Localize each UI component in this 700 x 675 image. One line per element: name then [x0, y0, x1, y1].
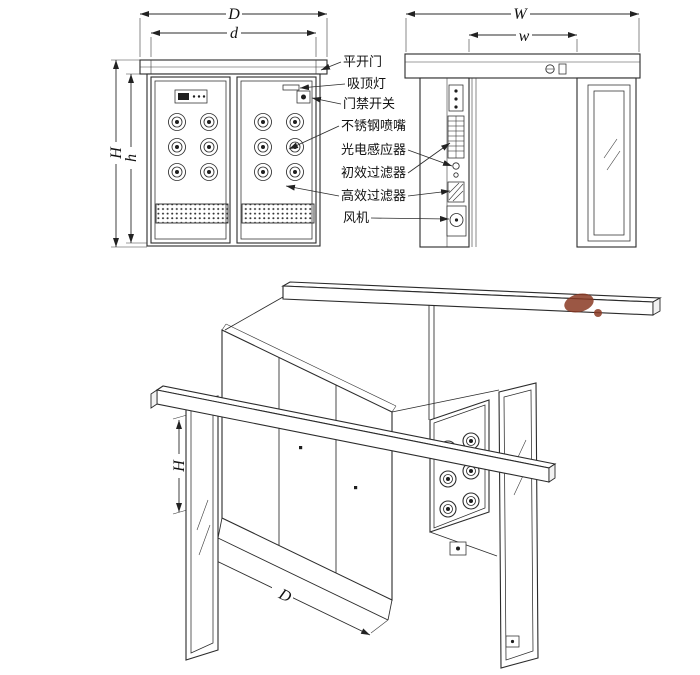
front-dim-d-label: d — [230, 25, 239, 42]
callout-primary-filter: 初效过滤器 — [341, 166, 406, 181]
side-right-column — [576, 77, 637, 248]
side-top-plenum — [404, 53, 641, 79]
callout-nozzle: 不锈钢喷嘴 — [341, 119, 406, 134]
front-view: D d H h — [108, 5, 328, 248]
iso-left-glass-door — [185, 395, 219, 661]
fan-box — [446, 205, 467, 237]
callout-photo-sensor: 光电感应器 — [341, 142, 406, 158]
side-left-column — [419, 77, 470, 248]
side-dim-inner-width: w — [468, 27, 578, 52]
iso-front-beam — [150, 385, 557, 483]
grille-right — [241, 203, 315, 224]
side-dim-outer-width: W — [405, 5, 640, 52]
photo-sensor-dots — [452, 162, 460, 178]
nozzle-grid-right — [254, 113, 304, 181]
front-left-door — [150, 76, 231, 244]
iso-dim-height: H — [171, 414, 188, 515]
front-dim-H-label: H — [108, 146, 125, 160]
iso-right-glass-door — [498, 382, 539, 669]
callout-ceiling-lamp: 吸顶灯 — [347, 77, 386, 92]
iso-dim-H-label: H — [171, 459, 188, 473]
front-dim-inner-width: d — [150, 25, 317, 57]
front-dim-inner-height: h — [123, 73, 151, 244]
hepa-filter-box — [447, 181, 465, 203]
isometric-view: D H — [150, 281, 662, 669]
front-right-door — [236, 76, 317, 244]
nozzle-grid-left — [168, 113, 218, 181]
door-switch — [296, 90, 311, 104]
iso-body-panels — [221, 323, 397, 601]
callout-door-switch: 门禁开关 — [343, 97, 395, 112]
front-top-bar — [139, 59, 328, 75]
callout-hepa-filter: 高效过滤器 — [341, 188, 406, 204]
primary-filter-stack — [447, 115, 465, 159]
iso-interior — [391, 305, 500, 557]
front-dim-outer-width: D — [139, 5, 328, 57]
side-door-edge — [471, 78, 477, 247]
iso-dim-depth: D — [199, 537, 389, 636]
front-dim-outer-height: H — [108, 59, 147, 248]
side-dim-W-label: W — [513, 6, 528, 23]
callout-leaders — [285, 61, 453, 222]
iso-control-box — [449, 541, 467, 556]
stain-mark — [564, 293, 602, 317]
grille-left — [155, 203, 229, 224]
side-dim-w-label: w — [519, 28, 530, 45]
front-dim-D-label: D — [227, 6, 240, 23]
iso-door-kick-box — [505, 635, 520, 648]
callout-swing-door: 平开门 — [343, 55, 382, 70]
front-dim-h-label: h — [123, 154, 140, 162]
top-fan-symbol — [545, 63, 567, 75]
callouts: 平开门 吸顶灯 门禁开关 不锈钢喷嘴 光电感应器 初效过滤器 高效过滤器 风机 — [285, 55, 453, 226]
control-panel — [174, 89, 208, 104]
iso-nozzle-panel — [429, 399, 490, 533]
side-view: W w — [404, 5, 641, 248]
control-box — [448, 84, 464, 112]
callout-fan: 风机 — [343, 211, 369, 226]
iso-top-beam — [224, 281, 662, 331]
ceiling-lamp — [282, 84, 300, 91]
